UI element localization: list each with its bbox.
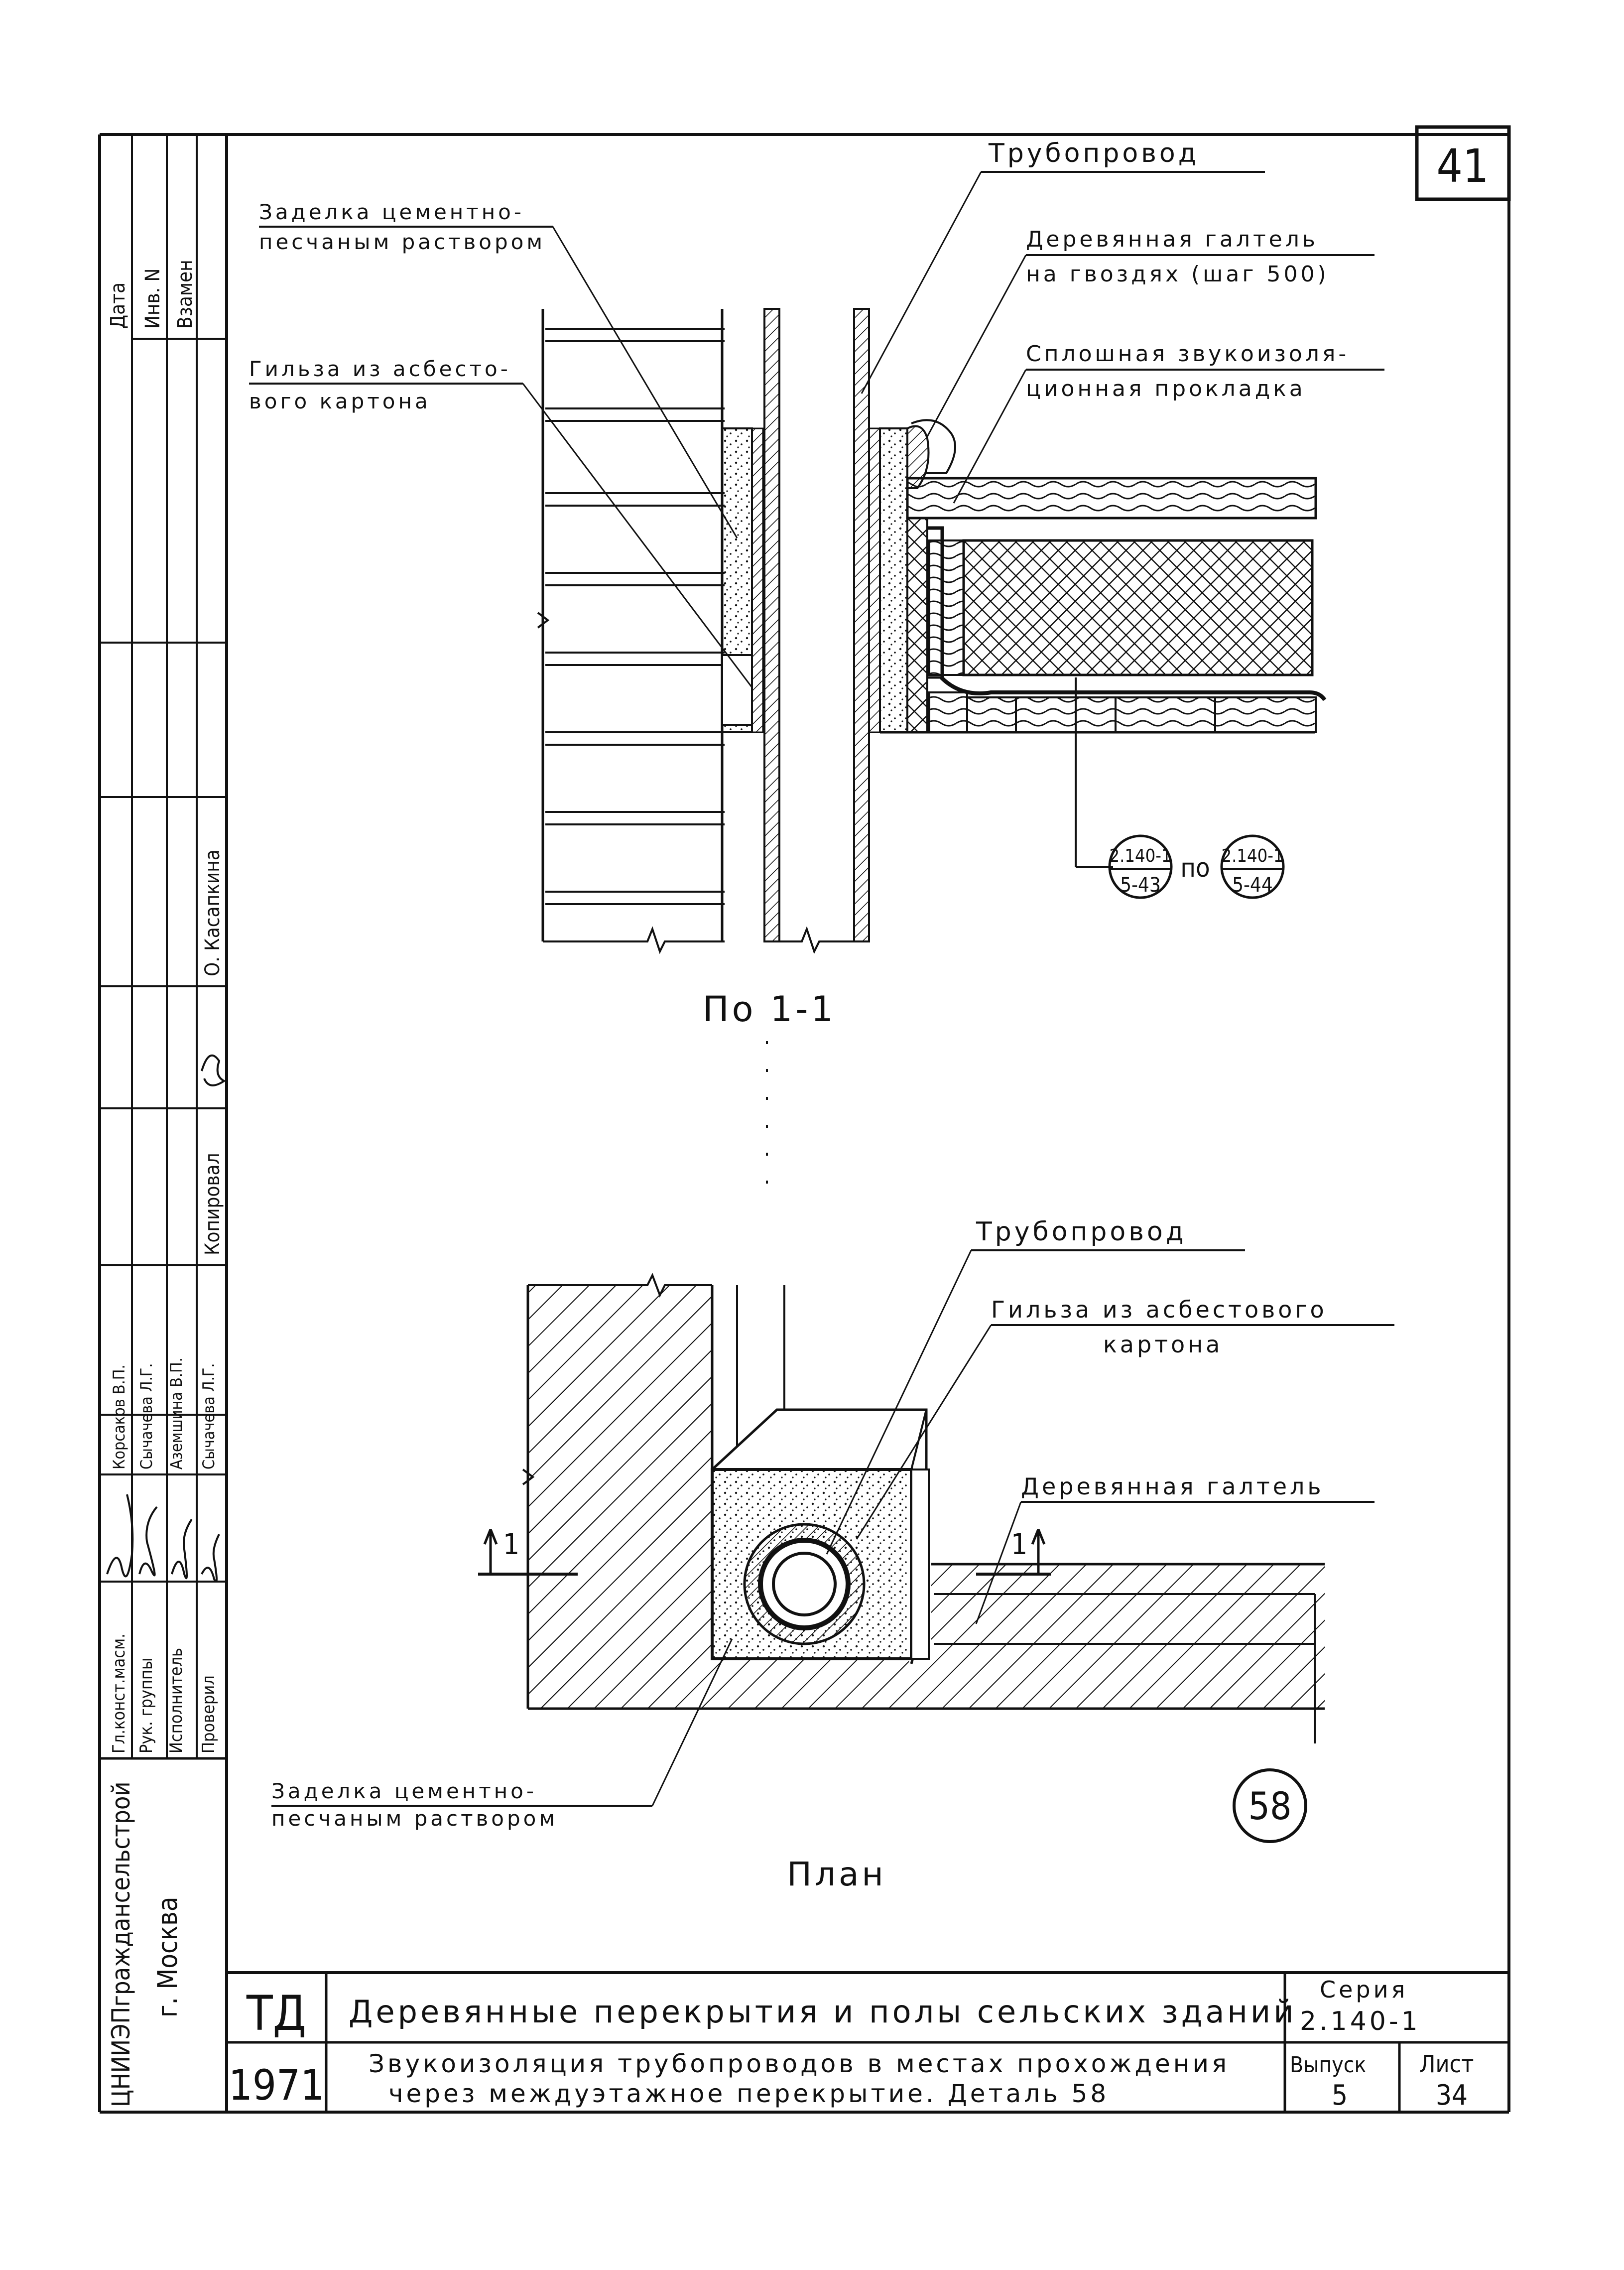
ref-circle-b [1220, 834, 1285, 899]
ref-b-top: 2.140-1 [1222, 846, 1284, 866]
plan-title: План [787, 1855, 886, 1893]
role-2: Рук. группы [136, 1658, 156, 1753]
tb-code: ТД [246, 1986, 306, 2041]
plan-sleeve-box [711, 1408, 930, 1664]
tb-subtitle-2: через междуэтажное перекрытие. Деталь 58 [388, 2079, 1109, 2108]
section-view: 2.140-1 5-43 по 2.140-1 5-44 Трубопровод… [249, 138, 1384, 1030]
copied-by-name: О. Касапкина [201, 849, 224, 976]
tb-series-label: Серия [1320, 1976, 1408, 2003]
signatures [106, 1494, 220, 1583]
tb-title: Деревянные перекрытия и полы сельских зд… [349, 1994, 1297, 2030]
tb-subtitle-1: Звукоизоляция трубопроводов в местах про… [369, 2049, 1230, 2078]
tb-sheet-value: 34 [1436, 2079, 1468, 2112]
name-2: Сычачева Л.Г. [137, 1363, 156, 1469]
copied-by-label: Копировал [201, 1153, 224, 1255]
cut-right-label: 1 [1011, 1527, 1027, 1561]
ref-a-top: 2.140-1 [1110, 846, 1172, 866]
tb-sheet-label: Лист [1419, 2050, 1474, 2078]
plan-label-sealing-1: Заделка цементно- [271, 1779, 537, 1803]
label-gasket-1: Сплошная звукоизоля- [1026, 341, 1349, 367]
cut-marks: 1 1 [478, 1527, 1051, 1576]
label-fillet-1: Деревянная галтель [1026, 227, 1318, 252]
side-stamp: Дата Инв. N Взамен О. Касапкина Копирова… [100, 134, 227, 2107]
signature-copier [201, 1054, 226, 1086]
stamp-inv: Инв. N [141, 268, 164, 329]
plan-label-pipeline: Трубопровод [976, 1217, 1187, 1247]
plan-label-sleeve-1: Гильза из асбестового [991, 1296, 1327, 1323]
label-sealing-1: Заделка цементно- [259, 200, 524, 224]
label-sealing-2: песчаным раствором [259, 230, 545, 254]
sheet-number: 41 [1436, 139, 1489, 193]
name-4: Сычачева Л.Г. [199, 1363, 218, 1469]
ref-circle-a [1108, 834, 1173, 899]
stamp-replaced: Взамен [174, 260, 197, 329]
detail-references: 2.140-1 5-43 по 2.140-1 5-44 [1075, 677, 1285, 899]
ref-b-bottom: 5-44 [1232, 874, 1273, 897]
plan-view: 1 1 Трубопровод Гильза из асбестового ка… [271, 1217, 1394, 1893]
detail-number: 58 [1249, 1784, 1292, 1828]
tb-series-value: 2.140-1 [1300, 2006, 1421, 2036]
tb-issue-value: 5 [1332, 2079, 1348, 2112]
ref-between: по [1180, 853, 1210, 883]
stamp-city: г. Москва [152, 1897, 183, 2017]
label-sleeve-1: Гильза из асбесто- [249, 357, 511, 381]
plan-label-sealing-2: песчаным раствором [271, 1806, 558, 1831]
plan-label-fillet: Деревянная галтель [1021, 1473, 1324, 1500]
tb-year: 1971 [229, 2061, 324, 2110]
stamp-org: ЦНИИЭПграждансельстрой [107, 1781, 135, 2107]
section-labels: Трубопровод Деревянная галтель на гвоздя… [249, 138, 1384, 688]
ref-a-bottom: 5-43 [1120, 874, 1161, 897]
plan-labels: Трубопровод Гильза из асбестового картон… [271, 1217, 1394, 1831]
brick-wall [537, 309, 725, 954]
sheet-frame [98, 133, 1510, 2114]
cut-left-label: 1 [503, 1527, 519, 1561]
name-3: Аземшина В.П. [167, 1357, 186, 1469]
pipe-assembly [721, 308, 908, 954]
label-pipeline: Трубопровод [988, 138, 1199, 168]
label-sleeve-2: вого картона [249, 389, 431, 413]
tb-issue-label: Выпуск [1290, 2052, 1366, 2078]
title-block: ТД 1971 Деревянные перекрытия и полы сел… [227, 1971, 1509, 2112]
name-1: Корсаков В.П. [110, 1364, 128, 1469]
plan-label-sleeve-2: картона [1103, 1331, 1223, 1358]
detail-number-circle [1233, 1768, 1307, 1843]
role-3: Исполнитель [166, 1648, 186, 1753]
sheet-number-box: 41 [1415, 125, 1511, 201]
role-1: Гл.конст.масм. [109, 1633, 129, 1753]
floor-structure [880, 419, 1327, 734]
stamp-date: Дата [107, 282, 129, 329]
label-fillet-2: на гвоздях (шаг 500) [1026, 262, 1329, 287]
label-gasket-2: ционная прокладка [1026, 376, 1306, 401]
role-4: Проверил [199, 1675, 219, 1753]
section-title: По 1-1 [703, 989, 836, 1030]
